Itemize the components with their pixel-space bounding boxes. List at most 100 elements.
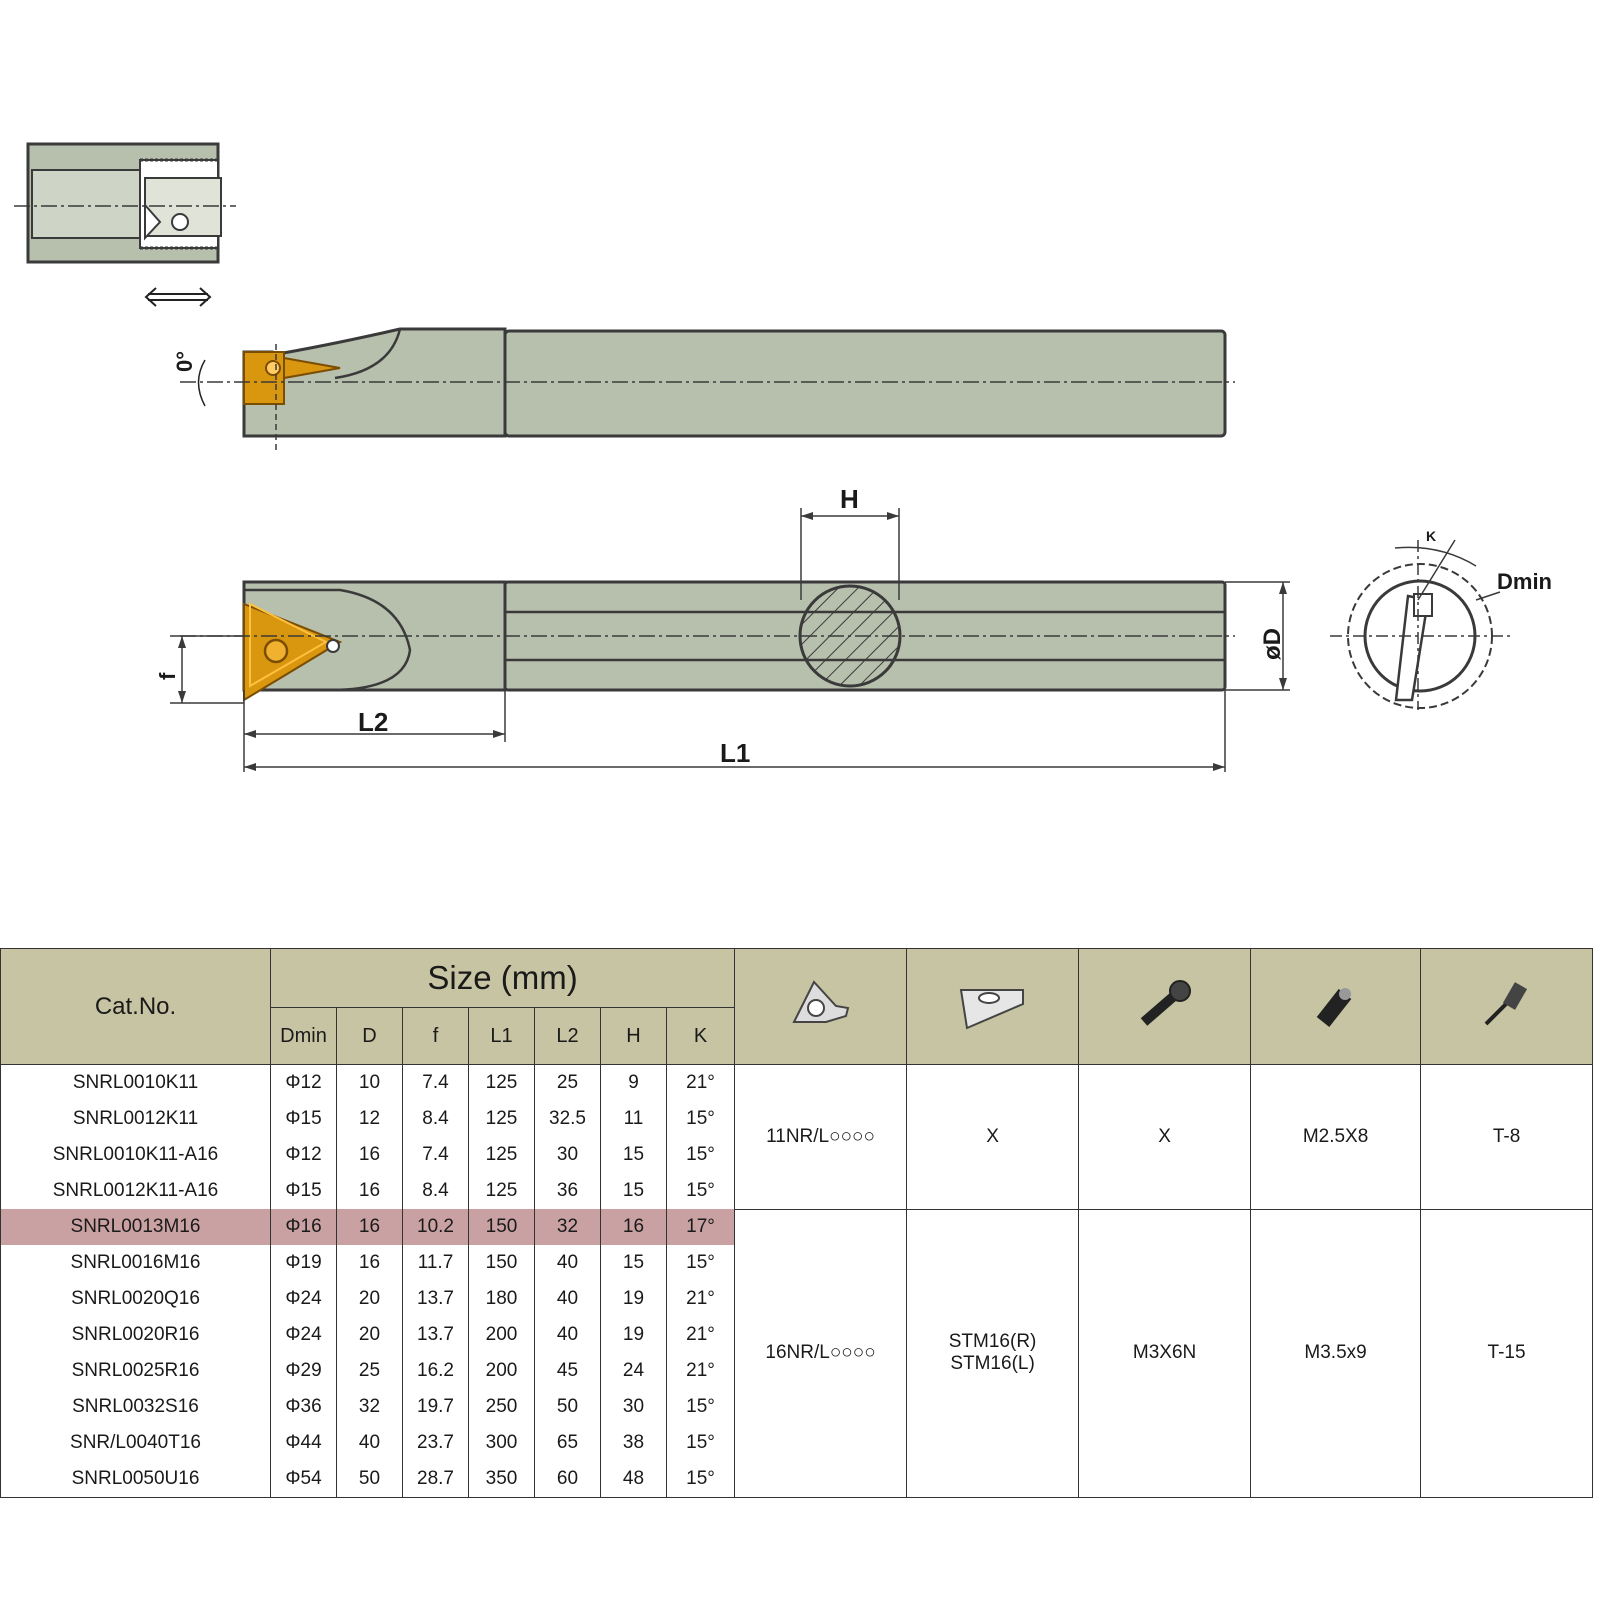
d-cell: 16	[336, 1137, 403, 1173]
table-row: SNRL0020R16 Φ24 20 13.7 200 40 19 21°	[0, 1317, 1593, 1353]
spec-table: Cat.No. Size (mm) Dmin D f L1 L2	[0, 948, 1594, 1498]
dmin-cell: Φ24	[270, 1281, 337, 1317]
l1-cell: 125	[468, 1101, 535, 1137]
table-row: SNRL0020Q16 Φ24 20 13.7 180 40 19 21°	[0, 1281, 1593, 1317]
dmin-cell: Φ12	[270, 1137, 337, 1173]
shim-right-label: STM16(R)	[948, 1331, 1037, 1353]
d-cell: 25	[336, 1353, 403, 1389]
l2-cell: 30	[534, 1137, 601, 1173]
cat-no-cell: SNRL0050U16	[0, 1461, 271, 1498]
h-cell: 24	[600, 1353, 667, 1389]
l1-cell: 200	[468, 1317, 535, 1353]
l2-cell: 32.5	[534, 1101, 601, 1137]
wrench-cell-group2: T-15	[1420, 1208, 1594, 1498]
f-cell: 11.7	[402, 1245, 469, 1281]
k-cell: 17°	[665, 1209, 736, 1245]
k-cell: 21°	[665, 1317, 736, 1353]
l1-cell: 150	[468, 1209, 535, 1245]
insert-side-icon	[243, 351, 285, 405]
col-f: f	[402, 1007, 469, 1065]
cat-no-cell: SNRL0016M16	[0, 1245, 271, 1281]
l2-cell: 60	[534, 1461, 601, 1498]
col-dmin: Dmin	[270, 1007, 337, 1065]
clamp-screw-cell-group1: M2.5X8	[1250, 1064, 1422, 1210]
h-cell: 15	[600, 1173, 667, 1209]
wrench-cell-group1: T-8	[1420, 1064, 1594, 1210]
angle-label: 0°	[172, 351, 197, 372]
bar-top-view: H f L2 L1 øD	[155, 484, 1290, 772]
table-row: SNRL0012K11-A16 Φ15 16 8.4 125 36 15 15°	[0, 1173, 1593, 1209]
k-angle-label: K	[1426, 528, 1436, 544]
l1-dim-label: L1	[720, 738, 750, 768]
end-view: K Dmin	[1330, 528, 1552, 710]
h-cell: 19	[600, 1281, 667, 1317]
l1-cell: 300	[468, 1425, 535, 1461]
l2-dim-label: L2	[358, 707, 388, 737]
cat-no-cell: SNRL0013M16	[0, 1209, 271, 1245]
k-cell: 15°	[665, 1461, 736, 1498]
l1-cell: 125	[468, 1137, 535, 1173]
cat-no-cell: SNR/L0040T16	[0, 1425, 271, 1461]
table-row: SNRL0016M16 Φ19 16 11.7 150 40 15 15°	[0, 1245, 1593, 1281]
f-cell: 23.7	[402, 1425, 469, 1461]
workpiece-section-view	[14, 142, 236, 307]
l2-cell: 40	[534, 1245, 601, 1281]
l1-cell: 250	[468, 1389, 535, 1425]
cat-no-cell: SNRL0020R16	[0, 1317, 271, 1353]
f-cell: 19.7	[402, 1389, 469, 1425]
d-cell: 12	[336, 1101, 403, 1137]
f-cell: 13.7	[402, 1317, 469, 1353]
wrench-icon	[1420, 948, 1594, 1065]
dmin-label: Dmin	[1497, 569, 1552, 594]
d-cell: 16	[336, 1209, 403, 1245]
f-cell: 7.4	[402, 1064, 469, 1101]
dmin-cell: Φ16	[270, 1209, 337, 1245]
h-dim-label: H	[840, 484, 859, 514]
dmin-cell: Φ36	[270, 1389, 337, 1425]
k-cell: 21°	[665, 1353, 736, 1389]
insert-cell-group1: 11NR/L○○○○	[734, 1064, 908, 1210]
l2-cell: 40	[534, 1317, 601, 1353]
d-cell: 10	[336, 1064, 403, 1101]
l2-cell: 65	[534, 1425, 601, 1461]
l1-cell: 180	[468, 1281, 535, 1317]
dmin-cell: Φ15	[270, 1101, 337, 1137]
l2-cell: 36	[534, 1173, 601, 1209]
l2-cell: 40	[534, 1281, 601, 1317]
insert-small-icon	[144, 202, 162, 241]
k-cell: 15°	[665, 1101, 736, 1137]
d-cell: 20	[336, 1317, 403, 1353]
k-cell: 15°	[665, 1389, 736, 1425]
d-cell: 32	[336, 1389, 403, 1425]
k-cell: 15°	[665, 1245, 736, 1281]
insert-icon	[734, 948, 908, 1065]
cat-no-cell: SNRL0010K11	[0, 1064, 271, 1101]
k-cell: 15°	[665, 1137, 736, 1173]
cat-no-cell: SNRL0012K11-A16	[0, 1173, 271, 1209]
d-cell: 16	[336, 1245, 403, 1281]
f-cell: 8.4	[402, 1173, 469, 1209]
dmin-cell: Φ15	[270, 1173, 337, 1209]
cat-no-cell: SNRL0012K11	[0, 1101, 271, 1137]
table-row: SNRL0012K11 Φ15 12 8.4 125 32.5 11 15°	[0, 1101, 1593, 1137]
cat-no-cell: SNRL0032S16	[0, 1389, 271, 1425]
f-cell: 13.7	[402, 1281, 469, 1317]
l1-cell: 200	[468, 1353, 535, 1389]
k-cell: 15°	[665, 1425, 736, 1461]
dmin-cell: Φ19	[270, 1245, 337, 1281]
shim-icon	[906, 948, 1080, 1065]
shim-screw-cell-group2: M3X6N	[1078, 1208, 1252, 1498]
col-l1: L1	[468, 1007, 535, 1065]
shim-screw-icon	[1078, 948, 1252, 1065]
f-cell: 28.7	[402, 1461, 469, 1498]
d-cell: 20	[336, 1281, 403, 1317]
k-cell: 15°	[665, 1173, 736, 1209]
col-h: H	[600, 1007, 667, 1065]
size-header: Size (mm)	[269, 948, 736, 1008]
l2-cell: 25	[534, 1064, 601, 1101]
d-cell: 40	[336, 1425, 403, 1461]
dmin-cell: Φ44	[270, 1425, 337, 1461]
shim-screw-cell-group1: X	[1078, 1064, 1252, 1210]
f-dim-label: f	[155, 672, 180, 680]
h-cell: 11	[600, 1101, 667, 1137]
